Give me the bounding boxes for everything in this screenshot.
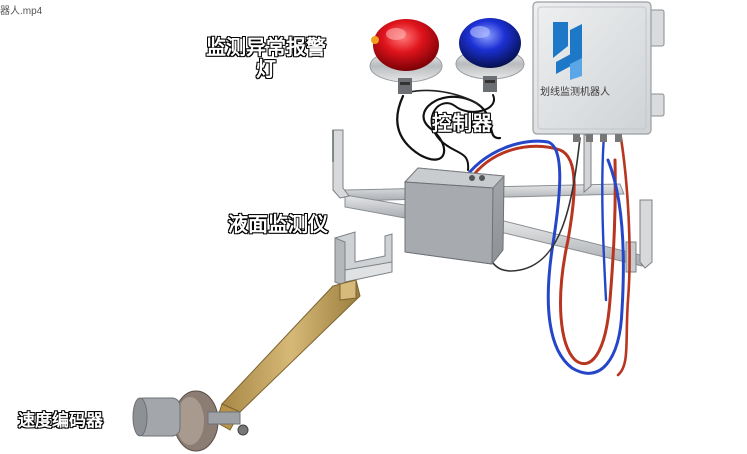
signal-cables: [396, 89, 631, 377]
window-title: 器人.mp4: [0, 6, 43, 17]
level-sensor-bracket: [334, 231, 393, 287]
alarm-light-label: 监测异常报警灯: [205, 35, 326, 81]
speed-encoder-label: 速度编码器: [17, 410, 103, 431]
brand-logo-icon: [553, 22, 582, 80]
controller-box: [403, 167, 506, 265]
encoder-arm: [215, 279, 361, 431]
blue-alarm-lamp: [455, 18, 525, 92]
level-sensor-label: 液面监测仪: [227, 211, 328, 236]
red-alarm-lamp: [369, 19, 443, 94]
robot-control-box: [532, 1, 665, 142]
robot-box-label: 划线监测机器人: [540, 87, 610, 98]
speed-encoder-wheel: [132, 390, 249, 452]
controller-label: 控制器: [431, 110, 492, 135]
